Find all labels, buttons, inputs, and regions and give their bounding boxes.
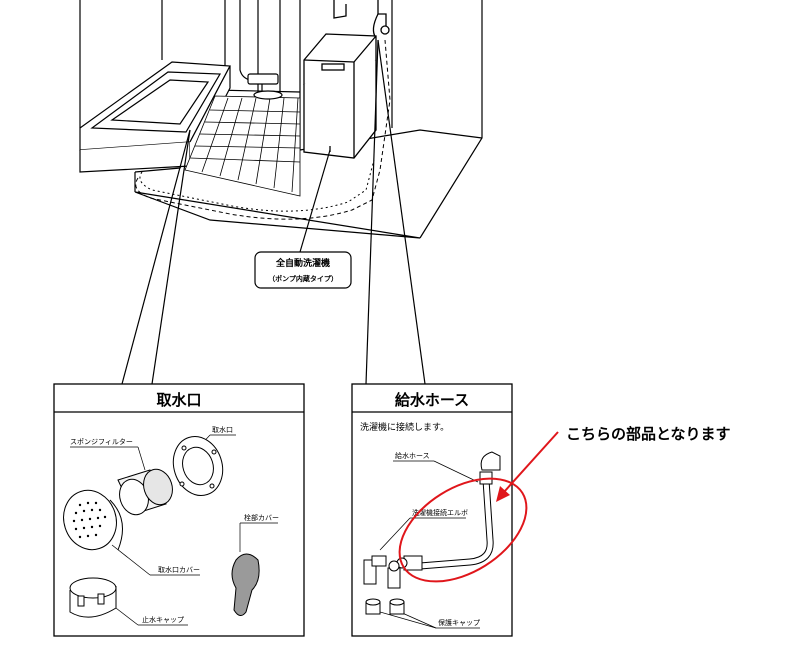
callout-arrowhead (496, 486, 510, 502)
intake-box: 取水口 スポンジフィルター 取水口 取水口カバー 栓部カバー 止水キャップ (53, 383, 305, 637)
washing-machine (303, 0, 390, 159)
callout-text: こちらの部品となります (566, 425, 731, 443)
plug-cover-drawing (231, 553, 260, 616)
washer-label: 全自動洗濯機 （ポンプ内蔵タイプ） (254, 251, 352, 289)
hose-highlight-ellipse (398, 477, 528, 583)
sponge-filter-label: スポンジフィルター (70, 437, 133, 446)
intake-cover-drawing (63, 489, 123, 551)
protect-cap-drawing (365, 598, 405, 615)
supply-box-title: 給水ホース (395, 391, 469, 409)
washer-label-line1: 全自動洗濯機 (275, 257, 330, 269)
intake-cover-label: 取水口カバー (158, 565, 200, 574)
supply-box-description: 洗濯機に接続します。 (360, 421, 449, 433)
stop-cap-drawing (69, 577, 117, 618)
shower-fixtures (239, 0, 283, 100)
intake-box-title: 取水口 (156, 391, 201, 409)
sponge-filter-drawing (117, 468, 173, 516)
washer-label-line2: （ポンプ内蔵タイプ） (268, 274, 338, 283)
elbow-drawing (363, 555, 401, 589)
plug-cover-label: 栓部カバー (244, 513, 279, 522)
protect-cap-label: 保護キャップ (438, 618, 480, 627)
intake-ring-drawing (172, 436, 224, 496)
callout-arrow-line (503, 431, 559, 493)
stop-cap-label: 止水キャップ (142, 615, 184, 624)
supply-box: 給水ホース 洗濯機に接続します。 給水ホース 洗濯機接続エルボ 保護キャップ (351, 383, 528, 637)
supply-hose-label: 給水ホース (395, 451, 430, 460)
tile-floor (184, 95, 301, 197)
supply-hose-drawing (396, 451, 501, 571)
leader-lines (121, 39, 426, 385)
intake-label: 取水口 (212, 425, 233, 434)
callout: こちらの部品となります (496, 425, 731, 502)
elbow-label: 洗濯機接続エルボ (412, 508, 468, 517)
